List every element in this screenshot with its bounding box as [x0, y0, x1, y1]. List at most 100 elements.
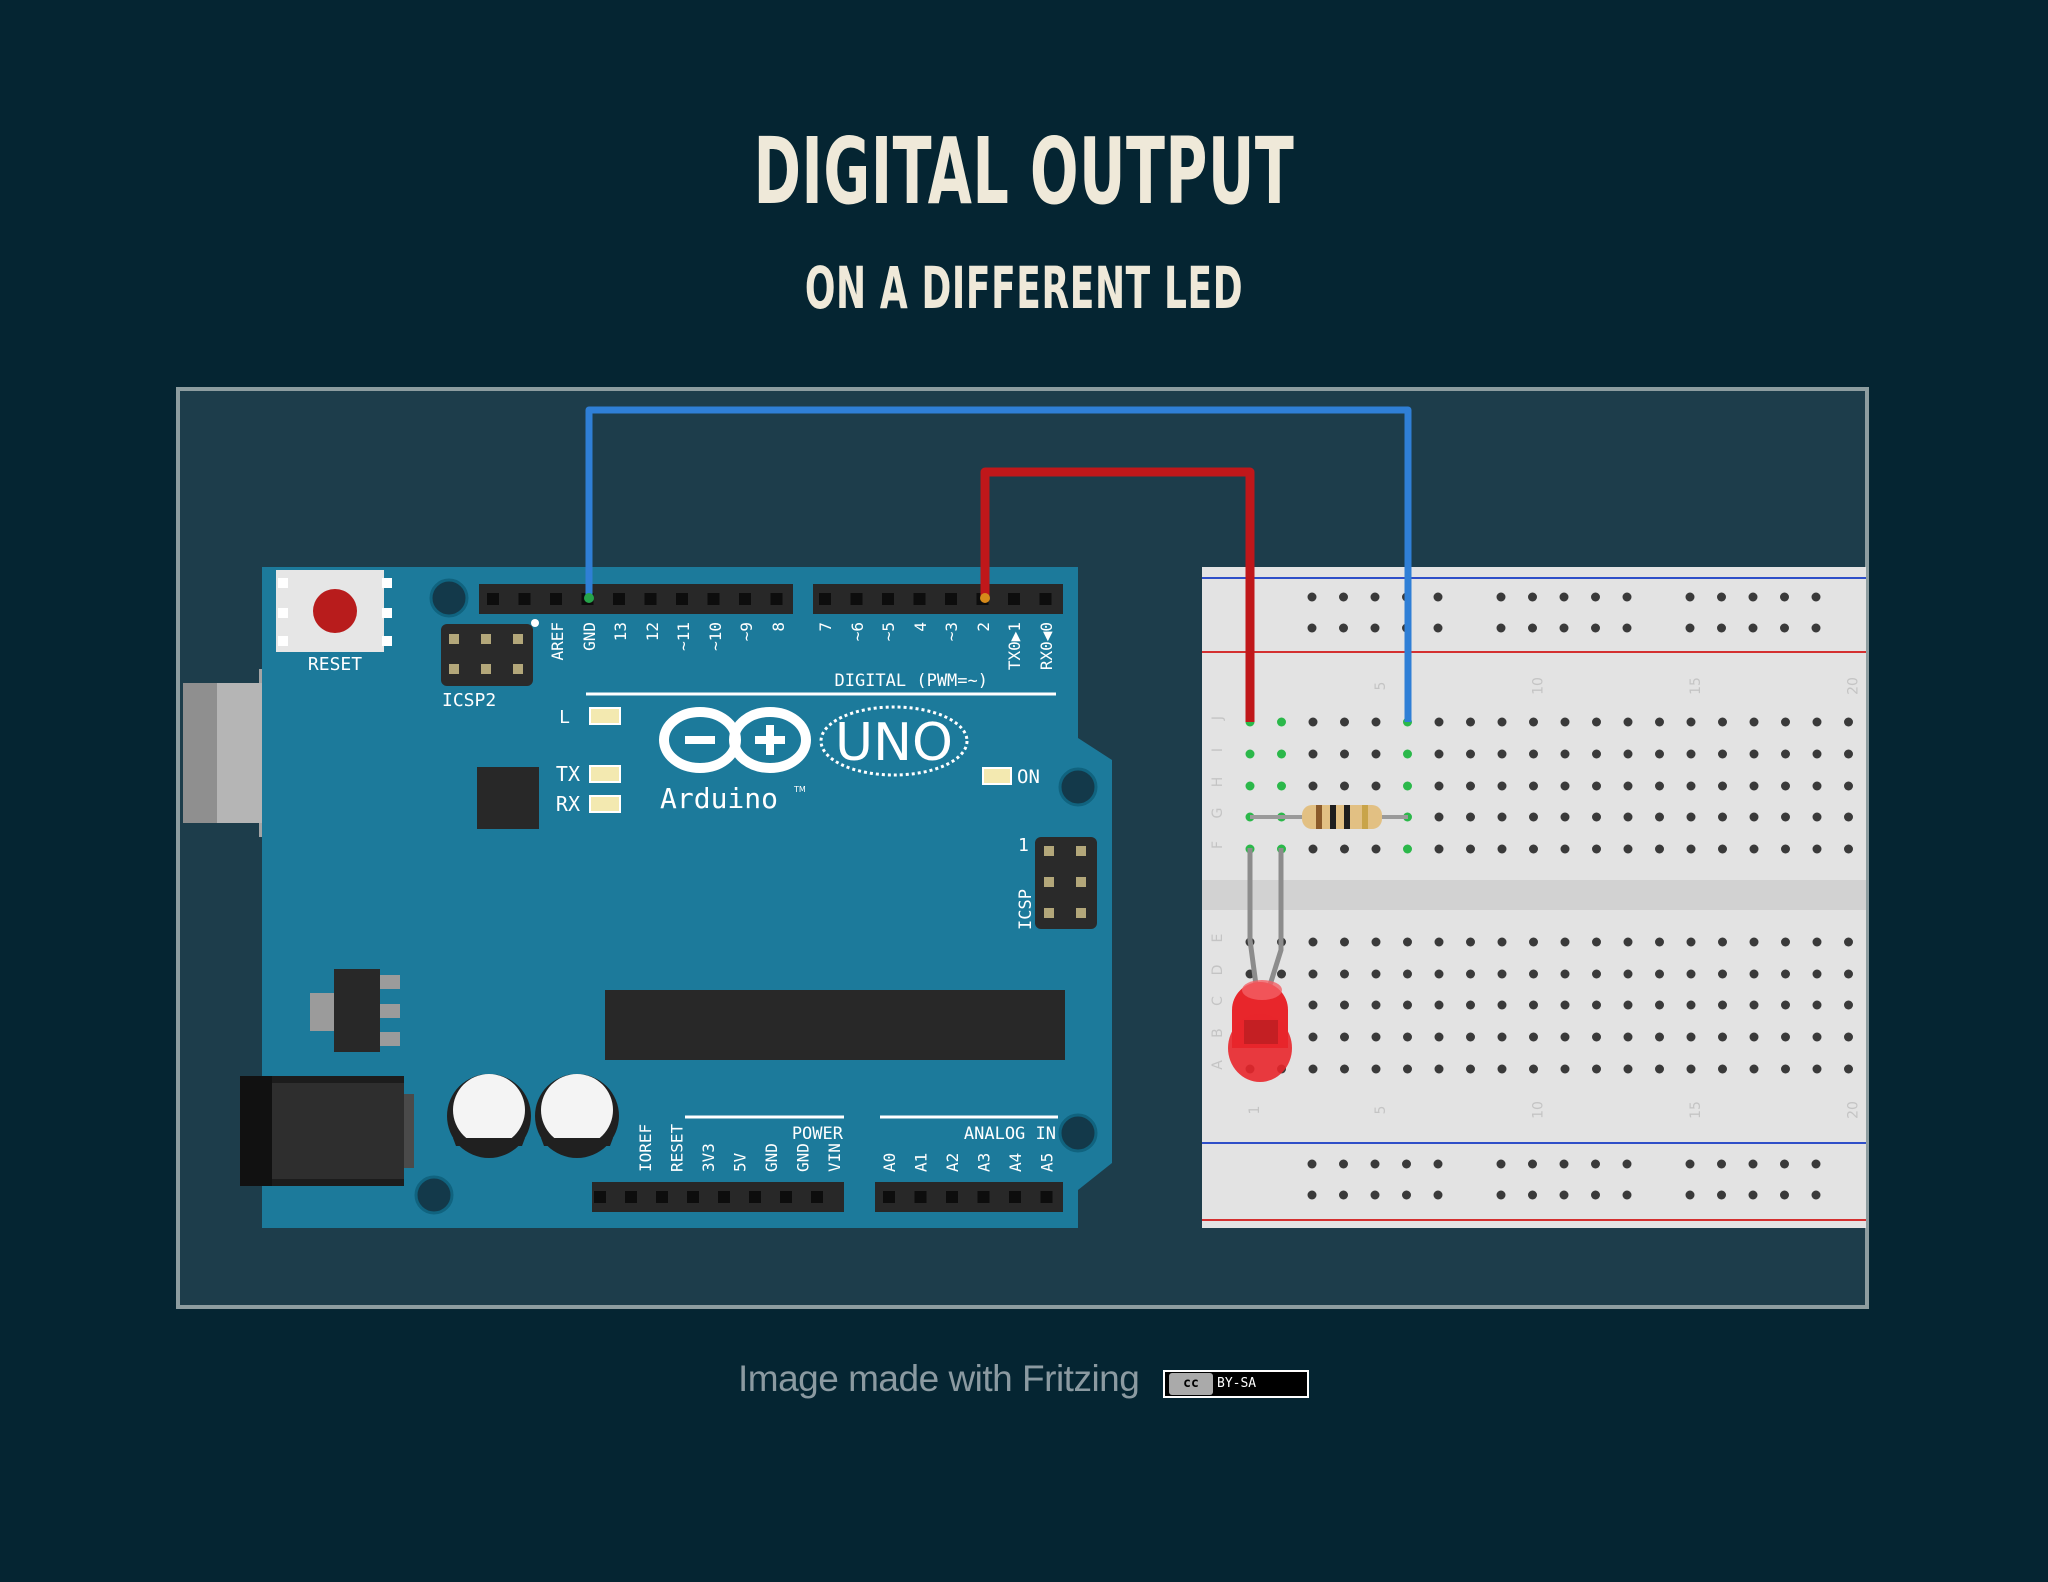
breadboard-hole — [1434, 749, 1444, 759]
brand-arduino: Arduino — [660, 782, 778, 815]
breadboard-hole — [1371, 844, 1381, 854]
breadboard-hole — [1340, 937, 1349, 947]
breadboard-hole — [1655, 1000, 1664, 1010]
breadboard-hole — [1371, 1032, 1381, 1042]
breadboard-hole — [1434, 1032, 1444, 1042]
breadboard-hole — [1434, 1064, 1444, 1074]
power-pin-label: 3V3 — [699, 1143, 718, 1172]
breadboard-hole — [1686, 812, 1696, 822]
breadboard-hole — [1718, 937, 1727, 947]
breadboard-hole — [1434, 812, 1444, 822]
breadboard-hole — [1592, 969, 1601, 979]
row-label: A — [1210, 1060, 1226, 1070]
breadboard-hole — [1844, 717, 1853, 727]
pin-hole — [644, 593, 657, 605]
digital-pin-label: RX0◀0 — [1037, 622, 1056, 670]
breadboard-hole — [1781, 937, 1790, 947]
breadboard-hole — [1560, 1064, 1570, 1074]
pin-hole — [676, 593, 688, 605]
breadboard-hole — [1560, 717, 1570, 727]
breadboard-hole — [1749, 1064, 1759, 1074]
power-jack — [240, 1076, 414, 1186]
breadboard-hole — [1749, 844, 1759, 854]
column-label: 1 — [1247, 1106, 1263, 1115]
icsp-label: ICSP — [1016, 889, 1036, 930]
breadboard-hole — [1718, 1032, 1727, 1042]
power-label: POWER — [792, 1124, 844, 1144]
breadboard-hole — [1308, 969, 1318, 979]
pin-hole — [656, 1191, 668, 1203]
rail-hole — [1528, 1190, 1537, 1200]
breadboard-hole — [1529, 1064, 1538, 1074]
breadboard-hole — [1812, 812, 1822, 822]
digital-pin-label: 7 — [816, 622, 835, 632]
breadboard-hole — [1749, 969, 1759, 979]
pin-hole — [739, 593, 751, 605]
icsp-header — [1035, 837, 1097, 929]
breadboard-hole — [1812, 1032, 1822, 1042]
pin-hole — [977, 1191, 990, 1203]
breadboard-hole — [1497, 717, 1507, 727]
rail-hole — [1496, 1190, 1506, 1200]
breadboard-hole — [1781, 781, 1790, 791]
analog-pin-label: A1 — [912, 1153, 931, 1172]
rail-hole — [1780, 1190, 1789, 1200]
breadboard-hole — [1277, 781, 1286, 791]
breadboard-hole — [1781, 969, 1790, 979]
row-label: J — [1210, 716, 1226, 721]
rail-hole — [1370, 592, 1380, 602]
pin-hole — [1040, 1191, 1053, 1203]
rail-hole — [1370, 1159, 1380, 1169]
breadboard-hole — [1434, 781, 1444, 791]
breadboard-hole — [1686, 717, 1696, 727]
pin-hole — [613, 593, 625, 605]
breadboard-hole — [1844, 969, 1853, 979]
breadboard-hole — [1749, 812, 1759, 822]
pin-hole — [811, 1191, 823, 1203]
rail-hole — [1748, 592, 1758, 602]
breadboard-hole — [1529, 812, 1538, 822]
breadboard-hole — [1592, 1064, 1601, 1074]
breadboard-hole — [1749, 717, 1759, 727]
rail-hole — [1339, 1159, 1348, 1169]
pin-hole — [883, 1191, 895, 1203]
cc-license-badge[interactable]: cc BY-SA — [1163, 1370, 1309, 1398]
breadboard-hole — [1403, 749, 1412, 759]
analog-pin-label: A5 — [1038, 1153, 1057, 1172]
digital-pin-label: TX0▶1 — [1005, 622, 1024, 670]
breadboard-hole — [1466, 812, 1475, 822]
breadboard-hole — [1592, 717, 1601, 727]
breadboard-hole — [1718, 969, 1727, 979]
led-tx-label: TX — [556, 762, 580, 786]
breadboard-hole — [1844, 749, 1853, 759]
led-tx — [589, 765, 621, 783]
rail-hole — [1685, 592, 1695, 602]
rail-hole — [1559, 623, 1569, 633]
rail-hole — [1780, 623, 1789, 633]
breadboard-hole — [1781, 812, 1790, 822]
breadboard-hole — [1623, 781, 1633, 791]
breadboard-hole — [1781, 717, 1790, 727]
rail-hole — [1559, 592, 1569, 602]
pin-hole — [487, 593, 499, 605]
pin-hole — [1009, 1191, 1021, 1203]
breadboard-hole — [1497, 1032, 1507, 1042]
rail-hole — [1307, 1159, 1317, 1169]
rail-hole — [1591, 1159, 1600, 1169]
breadboard-hole — [1655, 937, 1664, 947]
digital-pin-label: ~10 — [706, 622, 725, 651]
rail-hole — [1591, 623, 1600, 633]
row-label: H — [1210, 777, 1226, 788]
breadboard-hole — [1529, 1000, 1538, 1010]
led-on-label: ON — [1017, 766, 1040, 788]
breadboard-hole — [1403, 781, 1412, 791]
pin-hole — [850, 593, 863, 605]
pin-hole — [945, 593, 957, 605]
rail-hole — [1622, 1159, 1632, 1169]
breadboard-hole — [1466, 937, 1475, 947]
analog-label: ANALOG IN — [964, 1124, 1056, 1144]
pin-hole — [946, 1191, 958, 1203]
breadboard-hole — [1560, 937, 1570, 947]
breadboard-hole — [1466, 1000, 1475, 1010]
pin-hole — [718, 1191, 730, 1203]
